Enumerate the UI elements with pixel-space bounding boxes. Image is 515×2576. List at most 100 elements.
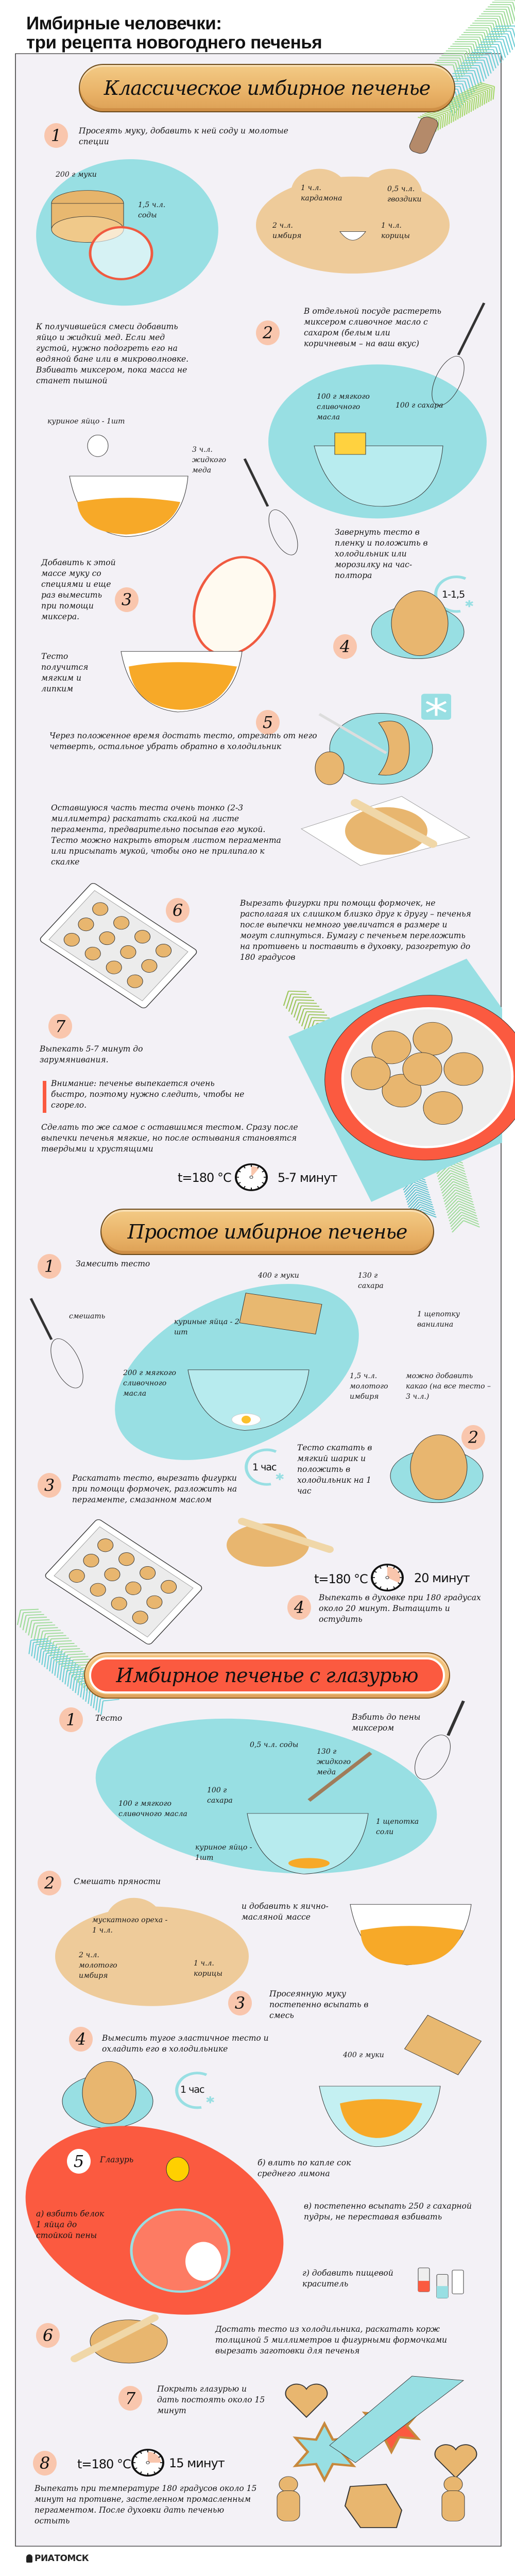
cookie — [402, 1052, 442, 1086]
step-number: 4 — [69, 2027, 93, 2052]
piping-bag — [329, 2376, 465, 2463]
clock-tick — [379, 1586, 382, 1589]
ingredient-label: смешать — [69, 1312, 106, 1321]
clock-tick — [158, 2455, 162, 2458]
glaze-step-a: а) взбить белок 1 яйца до стойкой пены — [36, 2209, 105, 2240]
clock-center — [385, 1576, 389, 1579]
ingredient-label: 100 г сахара — [396, 401, 443, 410]
clock-tick — [243, 1165, 246, 1168]
rolling-pin-parchment-icon — [300, 796, 471, 866]
clock-icon — [131, 2449, 164, 2477]
glazed-cookies — [277, 2376, 477, 2528]
gingerbread-man-body — [277, 2490, 300, 2521]
pepper-mill-icon — [409, 116, 438, 154]
cookie — [118, 1552, 135, 1566]
step-text: Выпекать 5-7 минут до зарумянивания. — [40, 1044, 143, 1065]
step-number: 2 — [461, 1425, 485, 1450]
ingredient-label: 1,5 ч.л. соды — [138, 201, 166, 220]
spice-bowl-icon — [339, 231, 366, 241]
step-text: Выпекать в духовке при 180 градусах окол… — [319, 1593, 481, 1624]
clock-tick — [237, 1182, 241, 1184]
step-number: 8 — [33, 2451, 57, 2476]
gingerbread-man — [279, 2476, 298, 2493]
ingredient-label: куриные яйца - 2 шт — [174, 1318, 239, 1337]
step-text: и добавить к яично-масляной массе — [242, 1901, 329, 1922]
step-note: Тесто получится мягким и липким — [41, 652, 89, 694]
warning-bar — [43, 1080, 46, 1113]
page-title-line-2: три рецепта новогоднего печенья — [26, 32, 322, 53]
honey-bowl-icon — [247, 1751, 372, 1874]
timer-arc — [175, 2072, 208, 2109]
clock-fill — [148, 2451, 161, 2463]
ingredient-label: 1 щепотку ванилина — [417, 1310, 460, 1329]
ingredient-label: 400 г муки — [258, 1271, 299, 1280]
cookie — [63, 933, 80, 946]
step-number: 5 — [256, 709, 280, 735]
step-text: Смешать пряности — [74, 1876, 161, 1886]
fir-branch — [432, 0, 515, 82]
timer-ring: ✱ — [434, 575, 474, 613]
step-number: 6 — [166, 898, 190, 923]
cookie — [104, 1567, 121, 1581]
ingredient-label: можно добавить какао (на все тесто – 3 ч… — [406, 1372, 491, 1401]
cookie — [106, 960, 122, 974]
cookie — [134, 930, 151, 944]
cookie — [92, 902, 109, 916]
page-title-line-1: Имбирные человечки: — [26, 13, 222, 33]
cookie — [140, 1566, 156, 1580]
bake-time: 20 минут — [414, 1571, 470, 1586]
step-text: Через положенное время достать тесто, от… — [49, 731, 317, 751]
cookie-plate-icon — [324, 995, 515, 1161]
clock-fill — [387, 1566, 401, 1583]
mixing-bowl-icon — [187, 1369, 310, 1431]
timer-label: 1 час — [252, 1461, 277, 1473]
clock-fill — [251, 1166, 259, 1177]
ingredient-label: мускатного ореха - 1 ч.л. — [92, 1916, 168, 1935]
clock-tick — [379, 1566, 382, 1569]
step-text: Выпекать при температуре 180 градусов ок… — [35, 2483, 257, 2526]
dough-plate-icon-3 — [62, 2061, 153, 2129]
clock-tick — [153, 2451, 156, 2454]
glaze-bowl-icon — [130, 2157, 231, 2293]
cookie — [371, 1030, 411, 1064]
ingredient-label: 0,5 ч.л. гвоздики — [387, 185, 422, 204]
bake-time: 15 минут — [169, 2456, 225, 2471]
cookie — [90, 1583, 106, 1597]
step-number: 7 — [48, 1014, 72, 1039]
recipe-title-glazed: Имбирное печенье с глазурью — [84, 1652, 450, 1699]
recipe-title-text: Классическое имбирное печенье — [104, 77, 431, 100]
clock-tick — [257, 1186, 260, 1189]
clock-tick — [257, 1165, 260, 1168]
snowflake-icon: ✱ — [275, 1471, 284, 1483]
cookie — [99, 931, 115, 945]
clock-tick — [262, 1170, 265, 1173]
step-number: 1 — [44, 123, 68, 148]
step-text: Глазурь — [100, 2155, 134, 2164]
step-text: Оставшуюся часть теста очень тонко (2-3 … — [51, 803, 281, 867]
bake-temperature: t=180 °C — [178, 1171, 232, 1185]
step-text: Раскатать тесто, вырезать фигурки при по… — [72, 1473, 237, 1504]
baking-tray-icon — [40, 883, 197, 1008]
cookie — [97, 1538, 114, 1552]
bake-temperature: t=180 °C — [314, 1572, 368, 1587]
rolling-pin-icon — [227, 1518, 334, 1567]
clock-tick — [140, 2451, 142, 2454]
warning-text: Внимание: печенье выпекается очень быстр… — [51, 1079, 245, 1110]
blob-spices — [256, 168, 450, 274]
ingredient-label: куриное яйцо - 1шт — [47, 417, 125, 426]
clock-tick — [262, 1182, 265, 1184]
glaze-step-c: в) постепенно всыпать 250 г сахарной пуд… — [304, 2201, 472, 2222]
cookie — [113, 916, 130, 930]
ingredient-label: 130 г сахара — [358, 1271, 384, 1290]
dough-bowl-icon — [121, 651, 243, 713]
step-number: 2 — [256, 320, 280, 345]
clock-tick — [243, 1186, 246, 1189]
ingredient-label: 130 г жидкого меда — [317, 1747, 351, 1776]
riatomsk-logo[interactable]: РИАТОМСК — [26, 2553, 89, 2564]
clock-tick — [398, 1570, 401, 1573]
bowl-icon — [89, 226, 153, 280]
bake-time: 5-7 минут — [278, 1170, 337, 1185]
step-text: Вырезать фигурки при помощи формочек, не… — [240, 899, 471, 962]
recipe-title-simple: Простое имбирное печенье — [100, 1208, 434, 1255]
